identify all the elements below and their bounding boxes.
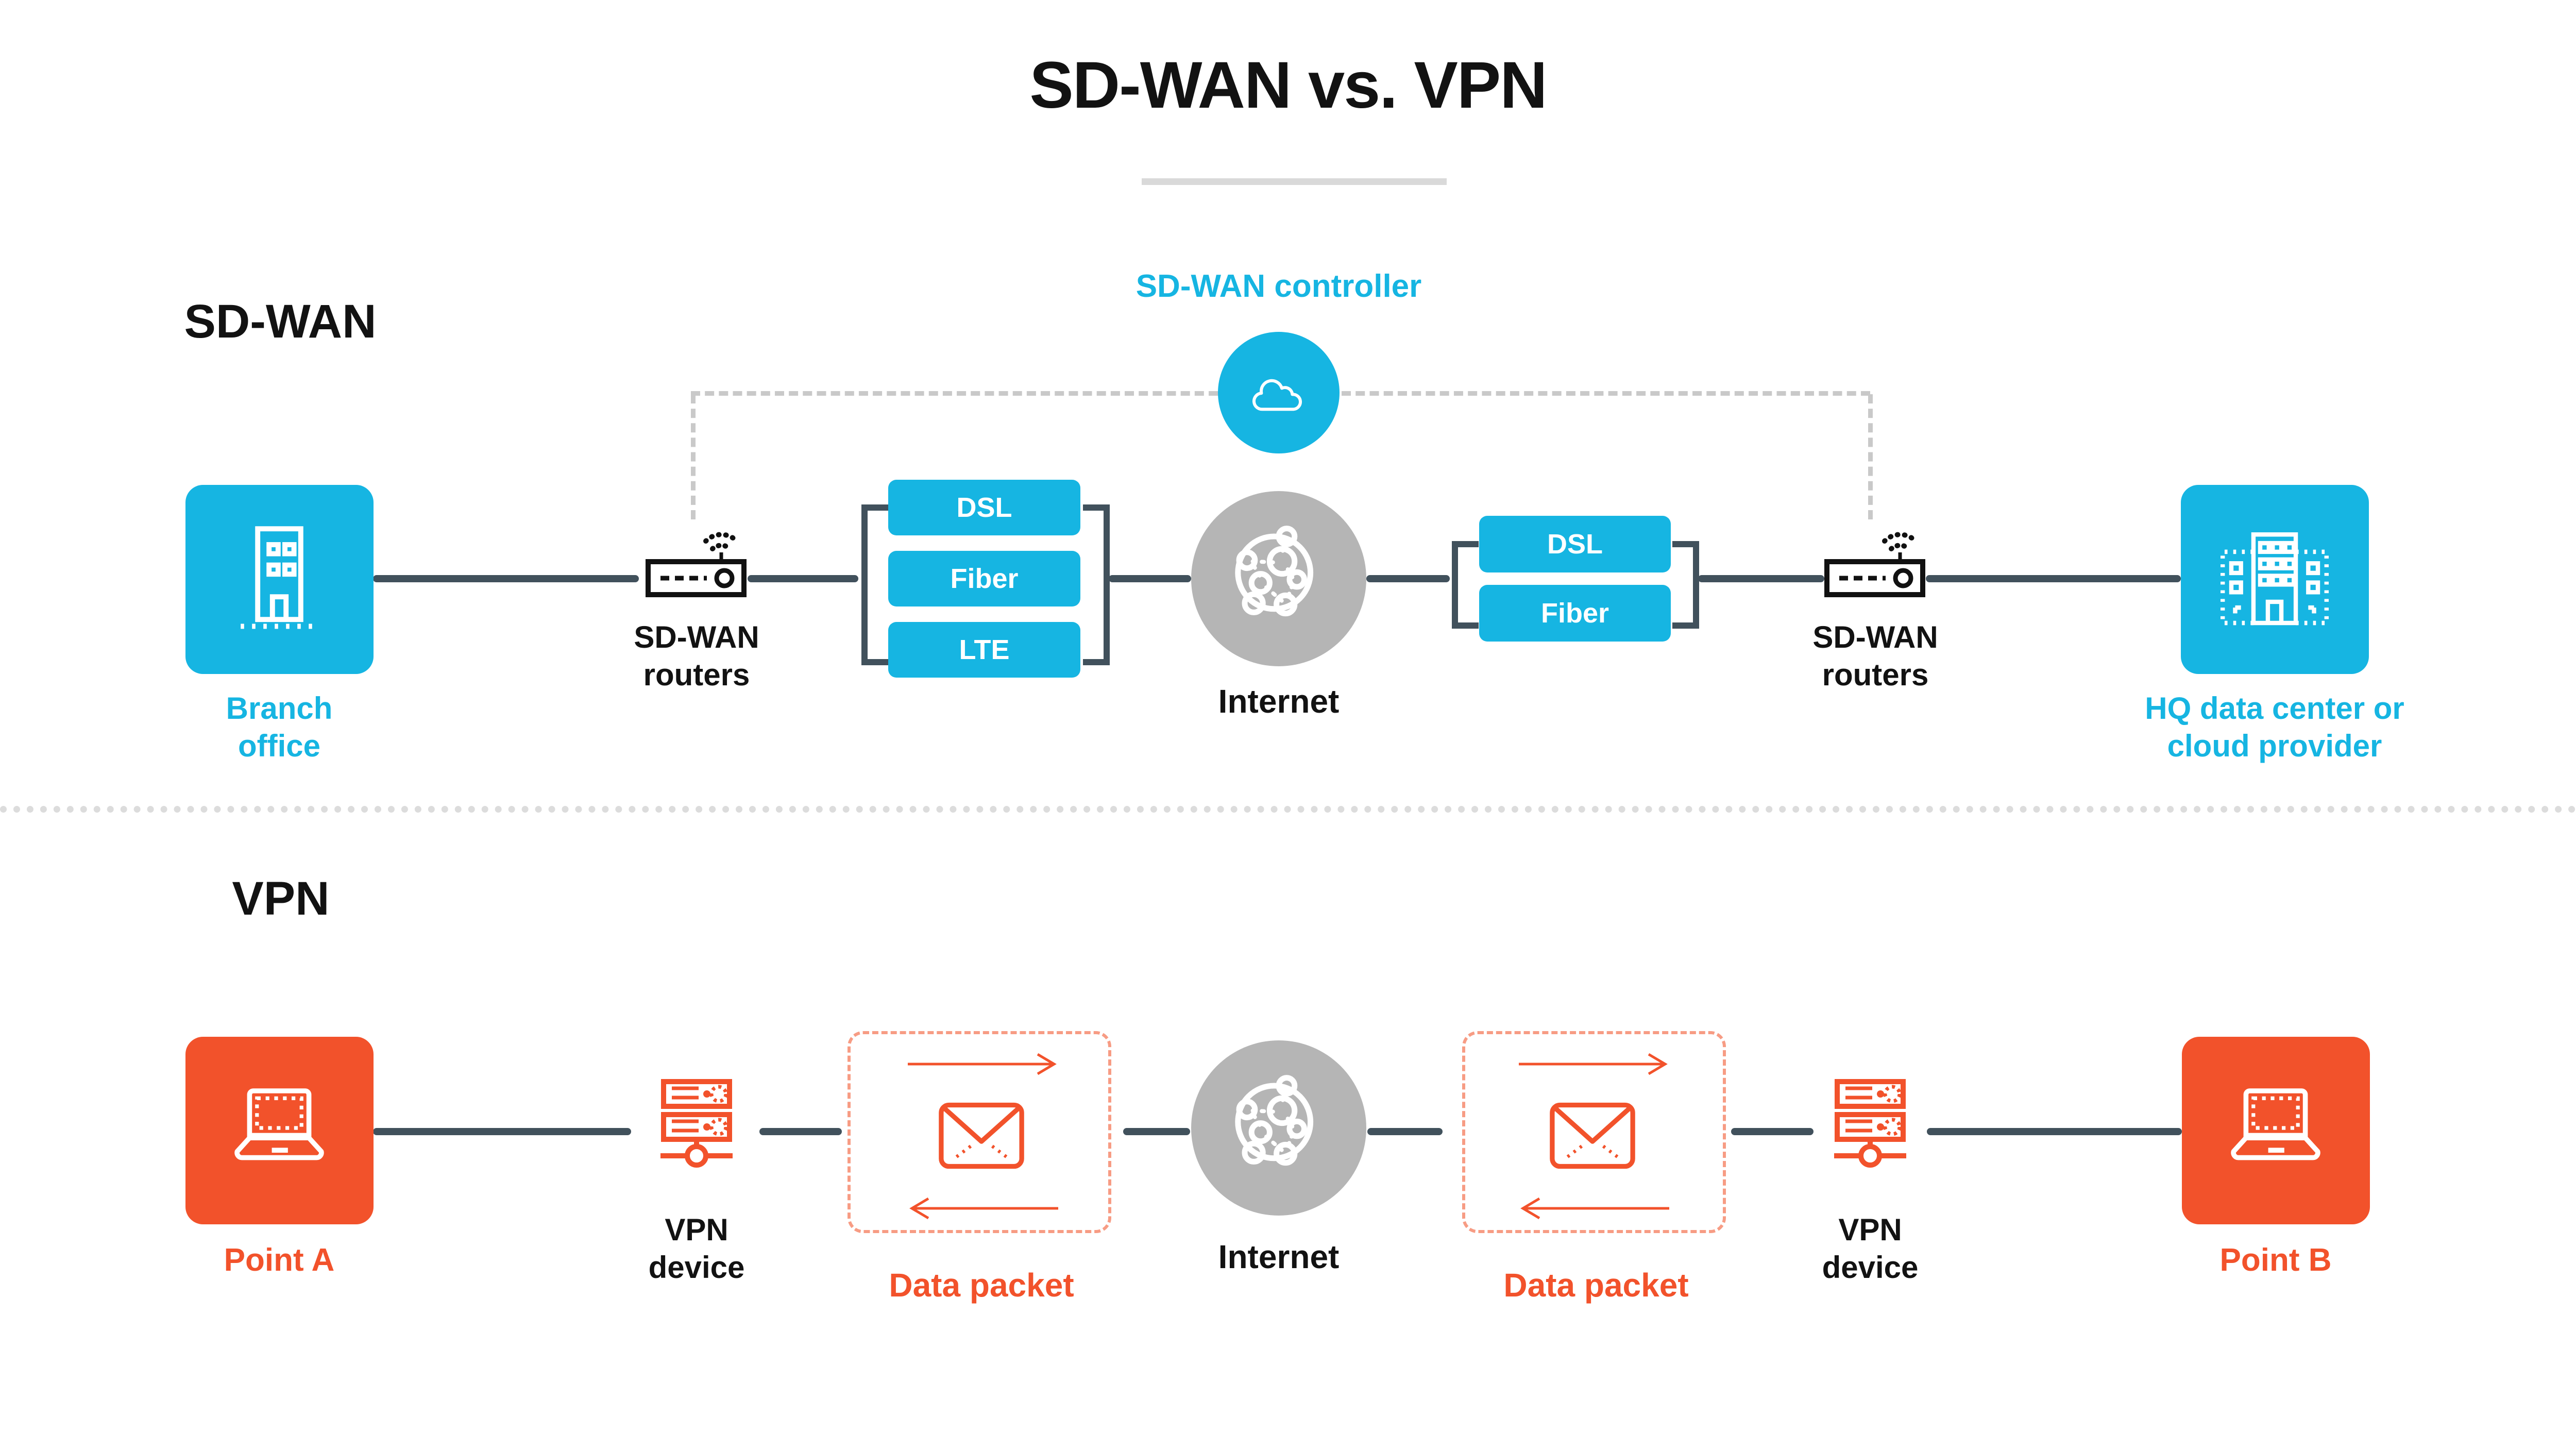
wifi-router-icon [644,519,748,600]
connector [759,1128,842,1135]
arrow-right-icon [907,1051,1059,1077]
controller-dashed-drop-left [691,394,696,519]
connector [373,1128,631,1135]
hq-data-center-label: HQ data center or cloud provider [2145,691,2404,764]
sdwan-controller-label: SD-WAN controller [1136,268,1422,304]
vpn-server-icon [645,1073,748,1176]
arrow-right-icon [1518,1051,1670,1077]
internet-top-label: Internet [1218,683,1340,720]
branch-office-node [185,485,374,674]
controller-dashed-drop-right [1868,394,1873,519]
vpn-server-icon [1819,1073,1922,1176]
wifi-router-icon [1823,519,1927,600]
sdwan-section-label: SD-WAN [184,295,377,348]
laptop-icon [2214,1084,2337,1172]
page-title: SD-WAN vs. VPN [1029,48,1547,122]
title-underline [1142,178,1447,185]
point-b-node [2182,1037,2370,1224]
cloud-icon [1248,372,1310,414]
data-packet-right-label: Data packet [1503,1267,1689,1304]
connector [1367,1128,1443,1135]
point-a-node [185,1037,374,1224]
point-a-label: Point A [224,1242,335,1278]
vpn-device-left-label: VPN device [648,1212,745,1285]
data-packet-left-label: Data packet [889,1267,1074,1304]
connector [373,575,639,582]
internet-bottom-label: Internet [1218,1238,1340,1275]
connector [1927,1128,2182,1135]
sdwan-controller-node [1218,332,1340,453]
internet-node-top [1191,491,1366,666]
connector [748,575,858,582]
connector [1123,1128,1190,1135]
link-pill-dsl: DSL [1479,516,1671,572]
link-pill-dsl: DSL [888,480,1080,535]
bracket-right [1672,541,1699,629]
vpn-device-right-label: VPN device [1822,1212,1919,1285]
office-building-icon [223,517,336,641]
connector [1926,575,2181,582]
link-pill-lte: LTE [888,622,1080,678]
envelope-icon [1545,1099,1640,1172]
vpn-section-label: VPN [232,872,330,925]
arrow-left-icon [907,1195,1059,1221]
controller-dashed-line-right [1342,391,1870,396]
point-b-label: Point B [2219,1242,2332,1278]
arrow-left-icon [1518,1195,1670,1221]
bracket-left [861,504,888,665]
envelope-icon [934,1099,1029,1172]
sdwan-routers-right-label: SD-WAN routers [1812,620,1938,693]
section-divider [0,806,2576,813]
connector [1698,575,1824,582]
branch-office-label: Branch office [226,691,333,764]
data-packet-box-right [1462,1031,1726,1233]
network-globe-icon [1222,519,1335,633]
connector [1109,575,1191,582]
network-globe-icon [1222,1069,1335,1182]
bracket-right [1083,504,1110,665]
bracket-left [1452,541,1479,629]
controller-dashed-line-left [691,391,1218,396]
link-pill-fiber: Fiber [1479,585,1671,642]
internet-node-bottom [1191,1040,1366,1216]
hq-data-center-node [2181,485,2369,674]
connector [1366,575,1450,582]
laptop-icon [217,1084,341,1172]
sdwan-routers-left-label: SD-WAN routers [634,620,759,693]
connector [1731,1128,1814,1135]
hq-building-icon [2202,525,2347,634]
data-packet-box-left [848,1031,1111,1233]
link-pill-fiber: Fiber [888,551,1080,606]
